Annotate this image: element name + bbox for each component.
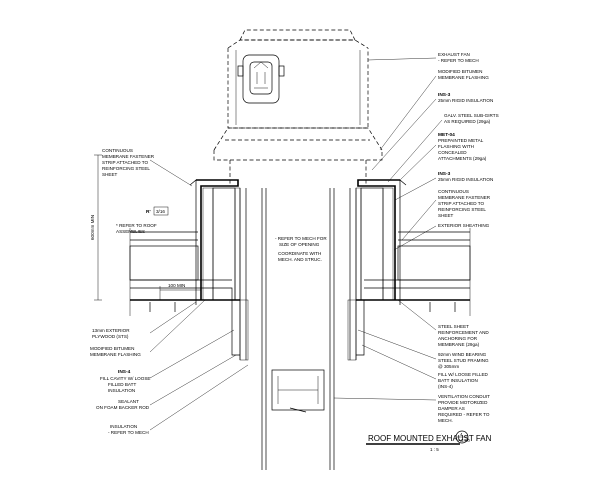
svg-text:25mm RIGID INSULATION: 25mm RIGID INSULATION [438,177,493,182]
svg-text:13mm EXTERIOR: 13mm EXTERIOR [92,328,130,333]
dim-vertical-label: 600mm MIN [90,215,95,240]
svg-text:- REFER TO MECH: - REFER TO MECH [438,58,479,63]
svg-text:CONTINUOUS: CONTINUOUS [102,148,133,153]
svg-text:STRIP ATTACHED TO: STRIP ATTACHED TO [102,160,148,165]
svg-text:INSULATION: INSULATION [108,388,135,393]
fan-motor-icon [242,54,280,104]
drawing-scale: 1 : 5 [430,447,439,452]
svg-text:CONCEALED: CONCEALED [438,150,467,155]
svg-text:COORDINATE WITH: COORDINATE WITH [278,251,321,256]
svg-text:SHEET: SHEET [102,172,118,177]
svg-text:STRIP ATTACHED TO: STRIP ATTACHED TO [438,201,484,206]
svg-text:FLASHING WITH: FLASHING WITH [438,144,474,149]
slope-marker: R' [146,209,151,215]
svg-text:AS REQUIRED (29ga): AS REQUIRED (29ga) [444,119,491,124]
svg-text:VENTILATION CONDUIT: VENTILATION CONDUIT [438,394,490,399]
svg-text:@ 305mm: @ 305mm [438,364,459,369]
svg-text:INS-3: INS-3 [438,92,451,98]
svg-text:MET-04: MET-04 [438,132,455,138]
svg-text:92mm WIND BEARING: 92mm WIND BEARING [438,352,487,357]
svg-text:REINFORCING STEEL: REINFORCING STEEL [102,166,150,171]
svg-text:MEMBRANE (29ga): MEMBRANE (29ga) [438,342,480,347]
svg-text:MEMBRANE FASTENER: MEMBRANE FASTENER [102,154,155,159]
fan-curb-assembly [189,179,407,361]
left-notes: CONTINUOUS MEMBRANE FASTENER STRIP ATTAC… [90,148,249,435]
detail-number: 4 [460,432,463,437]
svg-text:SIZE OF OPENING: SIZE OF OPENING [279,242,320,247]
svg-text:INSULATION: INSULATION [110,424,137,429]
svg-text:REQUIRED - REFER TO: REQUIRED - REFER TO [438,412,490,417]
svg-text:MECH.: MECH. [438,418,453,423]
svg-text:SEALANT: SEALANT [118,399,139,404]
roof-assembly [129,228,471,316]
svg-text:PLYWOOD (STS): PLYWOOD (STS) [92,334,129,339]
svg-text:FILL CAVITY W/ LOOSE: FILL CAVITY W/ LOOSE [100,376,150,381]
svg-text:ATTACHMENTS (29ga): ATTACHMENTS (29ga) [438,156,487,161]
sheet-ref: A3.90 [458,438,470,443]
svg-text:MEMBRANE FLASHING: MEMBRANE FLASHING [438,75,489,80]
svg-text:STEEL SHEET: STEEL SHEET [438,324,469,329]
svg-text:ASSEMBLIES: ASSEMBLIES [116,229,145,234]
svg-text:BATT INSULATION: BATT INSULATION [438,378,478,383]
svg-text:25mm RIGID INSULATION: 25mm RIGID INSULATION [438,98,493,103]
svg-text:PREPAINTED METAL: PREPAINTED METAL [438,138,484,143]
svg-text:- REFER TO MECH FOR: - REFER TO MECH FOR [275,236,327,241]
svg-text:FILLED BATT: FILLED BATT [108,382,136,387]
center-notes: - REFER TO MECH FOR SIZE OF OPENING COOR… [275,236,327,262]
svg-text:ON FOAM BACKER ROD: ON FOAM BACKER ROD [96,405,150,410]
svg-text:FILL W/ LOOSE FILLED: FILL W/ LOOSE FILLED [438,372,489,377]
svg-text:- REFER TO MECH: - REFER TO MECH [108,430,149,435]
svg-text:PROVIDE MOTORIZED: PROVIDE MOTORIZED [438,400,488,405]
right-notes: EXHAUST FAN - REFER TO MECH MODIFIED BIT… [333,52,499,423]
svg-text:DAMPER AS: DAMPER AS [438,406,465,411]
svg-text:REINFORCEMENT AND: REINFORCEMENT AND [438,330,489,335]
drawing-title: ROOF MOUNTED EXHAUST FAN [368,434,492,443]
exhaust-fan-hood [213,29,383,185]
svg-text:GALV. STEEL SUB-GIRTS: GALV. STEEL SUB-GIRTS [444,113,499,118]
svg-text:CONTINUOUS: CONTINUOUS [438,189,469,194]
svg-text:INS-4: INS-4 [118,369,131,375]
svg-text:STEEL STUD FRAMING: STEEL STUD FRAMING [438,358,489,363]
drawing-title-block: ROOF MOUNTED EXHAUST FAN 4 A3.90 1 : 5 [366,430,492,452]
svg-text:MECH. AND STRUC.: MECH. AND STRUC. [278,257,322,262]
svg-text:* REFER TO ROOF: * REFER TO ROOF [116,223,157,228]
svg-text:MEMBRANE FASTENER: MEMBRANE FASTENER [438,195,491,200]
dim-horizontal-label: 100 MIN [168,283,185,288]
svg-text:ANCHORING FOR: ANCHORING FOR [438,336,478,341]
svg-text:EXHAUST FAN: EXHAUST FAN [438,52,470,57]
svg-text:MODIFIED BITUMEN: MODIFIED BITUMEN [438,69,482,74]
dimensions: 600mm MIN 100 MIN R' 3/16 [90,154,202,301]
svg-text:(INS-4): (INS-4) [438,384,453,389]
svg-text:MODIFIED BITUMEN: MODIFIED BITUMEN [90,346,134,351]
svg-text:SHEET: SHEET [438,213,454,218]
svg-text:REINFORCING STEEL: REINFORCING STEEL [438,207,486,212]
svg-text:INS-3: INS-3 [438,171,451,177]
svg-text:MEMBRANE FLASHING: MEMBRANE FLASHING [90,352,141,357]
svg-text:EXTERIOR SHEATHING: EXTERIOR SHEATHING [438,223,490,228]
ventilation-conduit [261,188,335,470]
slope-ratio: 3/16 [156,209,165,214]
